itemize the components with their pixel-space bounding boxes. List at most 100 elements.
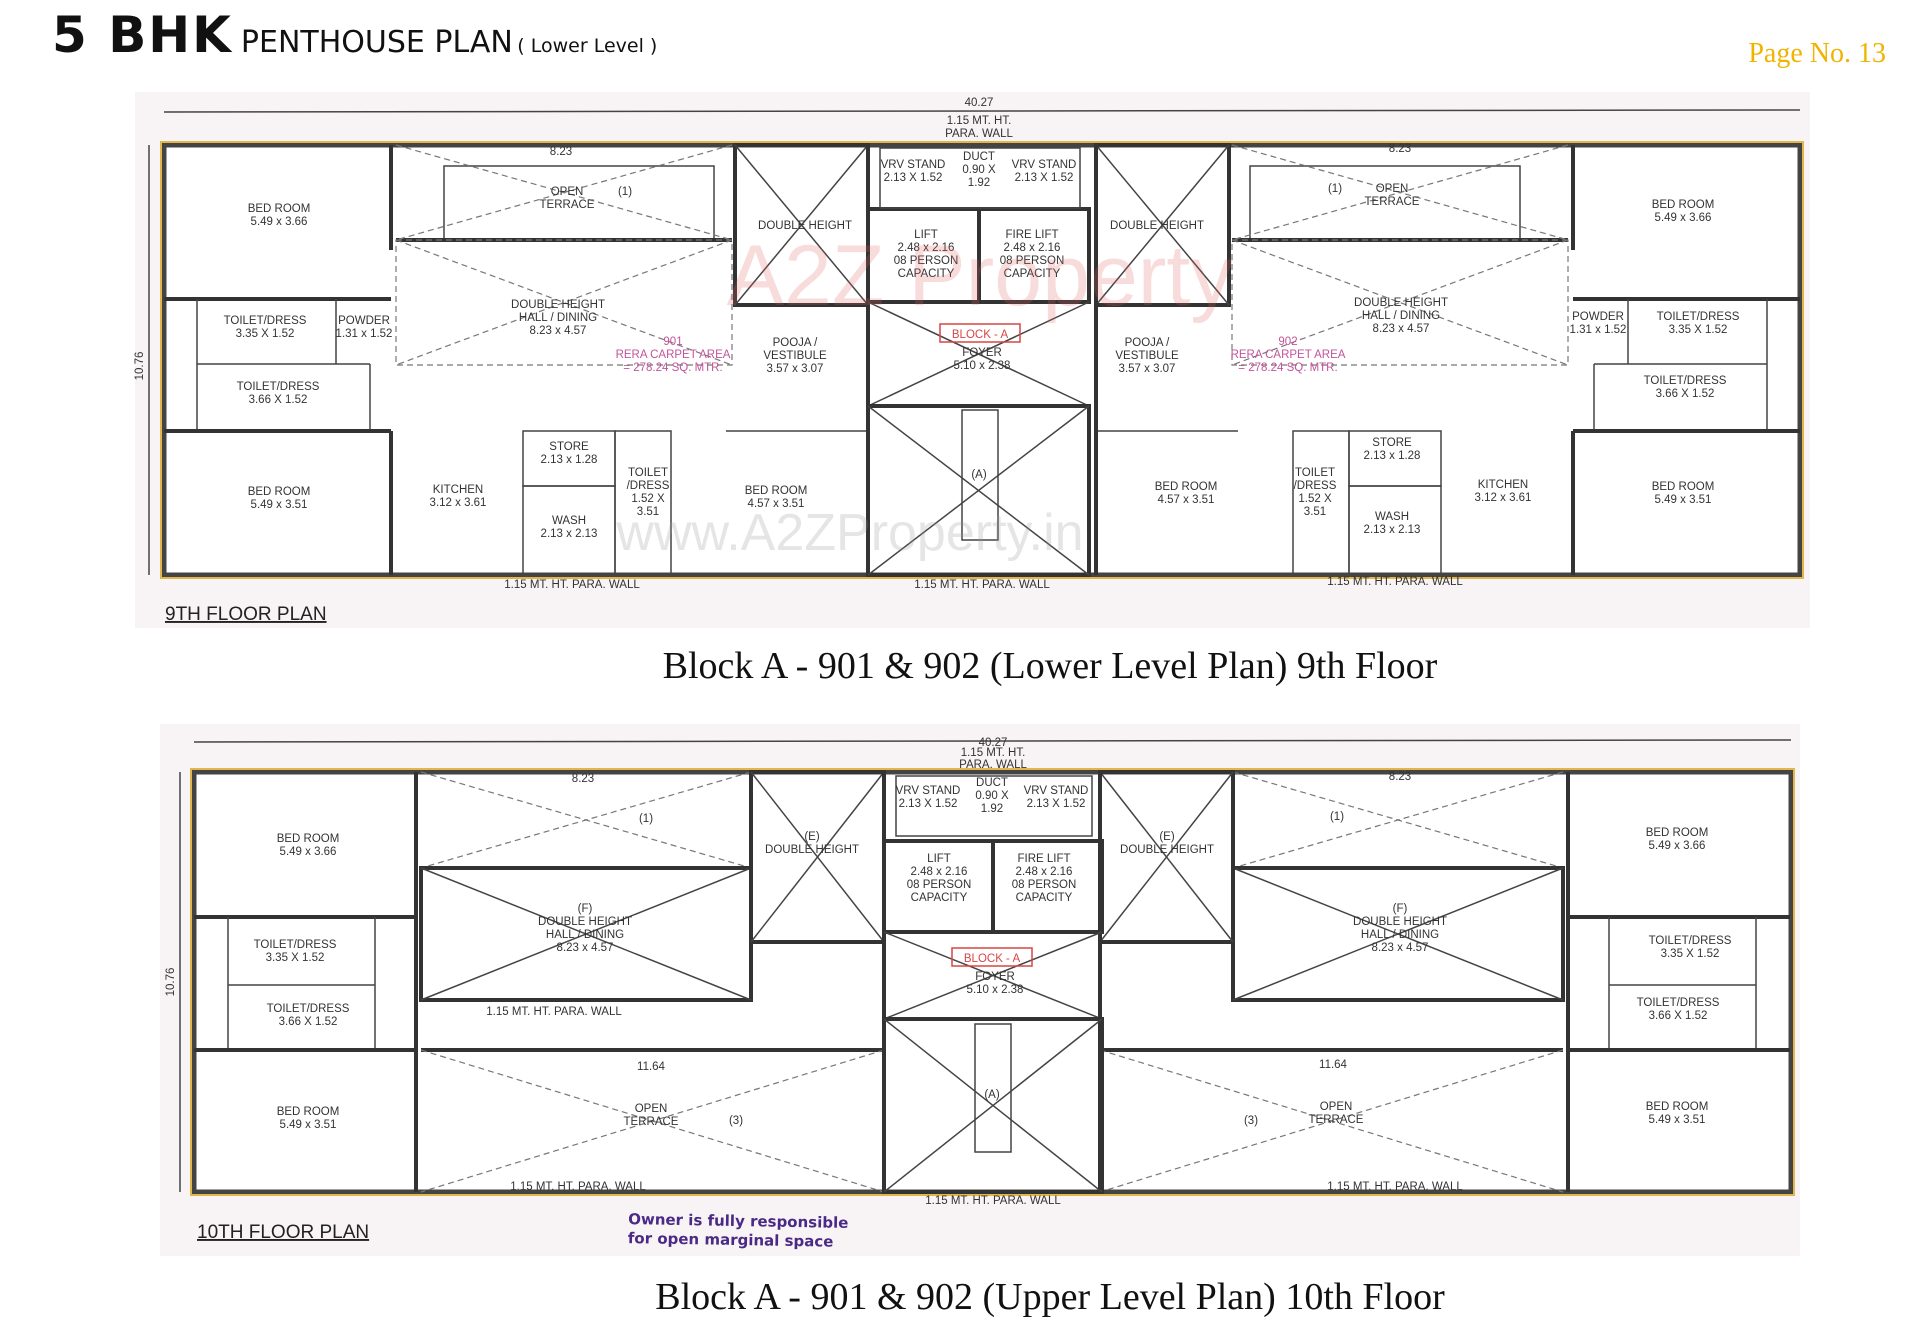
room-label-line: 5.49 x 3.66: [280, 846, 337, 858]
room-label-line: CAPACITY: [911, 892, 968, 904]
room-label-line: FIRE LIFT: [1005, 229, 1058, 241]
room-label-line: POOJA /: [1125, 337, 1171, 349]
title-main: 5 BHK: [52, 6, 233, 64]
room-label-line: WASH: [1375, 511, 1409, 523]
room-label-line: 1.31 x 1.52: [1570, 324, 1627, 336]
room-label-line: 3.51: [1304, 506, 1326, 518]
room-label-line: 8.23: [1389, 771, 1411, 783]
room-label-line: FOYER: [962, 347, 1002, 359]
room-label-line: BED ROOM: [277, 833, 340, 845]
para-wall-note-top: PARA. WALL: [945, 128, 1013, 140]
para-wall-note: 1.15 MT. HT. PARA. WALL: [1327, 1181, 1463, 1193]
room-label-line: 3.12 x 3.61: [430, 497, 487, 509]
room-label-line: 901: [663, 336, 682, 348]
room-label-line: 2.48 x 2.16: [898, 242, 955, 254]
room-label-line: 3.66 X 1.52: [249, 394, 308, 406]
room-label-line: 0.90 X: [975, 790, 1009, 802]
room-label-line: 5.49 x 3.66: [1649, 840, 1706, 852]
room-label: (1): [618, 186, 632, 198]
room-label-line: 2.13 X 1.52: [884, 172, 943, 184]
room-label: (3): [1244, 1115, 1258, 1127]
room-label-line: 1.52 X: [1298, 493, 1332, 505]
room-label-line: 5.49 x 3.51: [1655, 494, 1712, 506]
room-label-line: TOILET/DRESS: [1637, 997, 1720, 1009]
room-label: DOUBLE HEIGHT: [1110, 220, 1204, 232]
para-wall-note-top: PARA. WALL: [959, 759, 1027, 771]
room-label-line: TOILET: [628, 467, 668, 479]
room-label-line: 4.57 x 3.51: [1158, 494, 1215, 506]
room-label-line: 2.48 x 2.16: [911, 866, 968, 878]
room-label-line: 3.12 x 3.61: [1475, 492, 1532, 504]
room-label-line: 8.23 x 4.57: [1373, 323, 1430, 335]
room-label-line: 2.13 x 2.13: [1364, 524, 1421, 536]
room-label-line: OPEN: [635, 1103, 668, 1115]
overall-width-dim: 40.27: [979, 737, 1008, 749]
room-label-line: (1): [1328, 183, 1342, 195]
room-label-line: /DRESS: [1294, 480, 1337, 492]
room-label-line: = 278.24 SQ. MTR.: [1238, 362, 1337, 374]
room-label-line: 08 PERSON: [1000, 255, 1065, 267]
ninth-floor-plan: 40.27 1.15 MT. HT. PARA. WALL 10.76 1.15…: [134, 97, 1804, 625]
owner-responsibility-note: Owner is fully responsible for open marg…: [628, 1210, 849, 1252]
room-label-line: 3.66 X 1.52: [1649, 1010, 1708, 1022]
room-label-line: TERRACE: [1365, 196, 1420, 208]
room-label: (1): [1330, 811, 1344, 823]
room-label-line: 3.35 X 1.52: [236, 328, 295, 340]
room-label-line: BED ROOM: [1652, 481, 1715, 493]
room-label-line: DOUBLE HEIGHT: [511, 299, 605, 311]
overall-depth-dim: 10.76: [165, 968, 177, 997]
room-label-line: 8.23 x 4.57: [530, 325, 587, 337]
room-label-line: OPEN: [1376, 183, 1409, 195]
room-label-line: 3.51: [637, 506, 659, 518]
para-wall-note: 1.15 MT. HT. PARA. WALL: [486, 1006, 622, 1018]
room-label: DOUBLE HEIGHT: [758, 220, 852, 232]
room-label: 11.64: [637, 1061, 666, 1073]
room-label-line: BED ROOM: [1652, 199, 1715, 211]
room-label-line: POOJA /: [773, 337, 819, 349]
room-label-line: 2.13 x 1.28: [1364, 450, 1421, 462]
room-label-line: TOILET: [1295, 467, 1335, 479]
room-label-line: 1.92: [981, 803, 1003, 815]
room-label-line: 5.49 x 3.66: [1655, 212, 1712, 224]
room-label-line: VRV STAND: [1012, 159, 1077, 171]
room-label-line: HALL / DINING: [1361, 929, 1439, 941]
floor-label-10th: 10TH FLOOR PLAN: [197, 1222, 369, 1243]
room-label-line: 2.13 X 1.52: [899, 798, 958, 810]
room-label-line: (A): [971, 469, 987, 481]
room-label-line: LIFT: [927, 853, 951, 865]
room-label-line: TERRACE: [540, 199, 595, 211]
room-label-line: DOUBLE HEIGHT: [1120, 844, 1214, 856]
room-label-line: DOUBLE HEIGHT: [1354, 297, 1448, 309]
room-label-line: (3): [1244, 1115, 1258, 1127]
room-label: 8.23: [1389, 143, 1411, 155]
room-label-line: BED ROOM: [248, 486, 311, 498]
room-label-line: (F): [1393, 903, 1408, 915]
room-label-line: FOYER: [975, 971, 1015, 983]
room-label: (E)DOUBLE HEIGHT: [765, 831, 859, 856]
room-label-line: 8.23 x 4.57: [1372, 942, 1429, 954]
room-label: BLOCK - A: [952, 329, 1009, 341]
